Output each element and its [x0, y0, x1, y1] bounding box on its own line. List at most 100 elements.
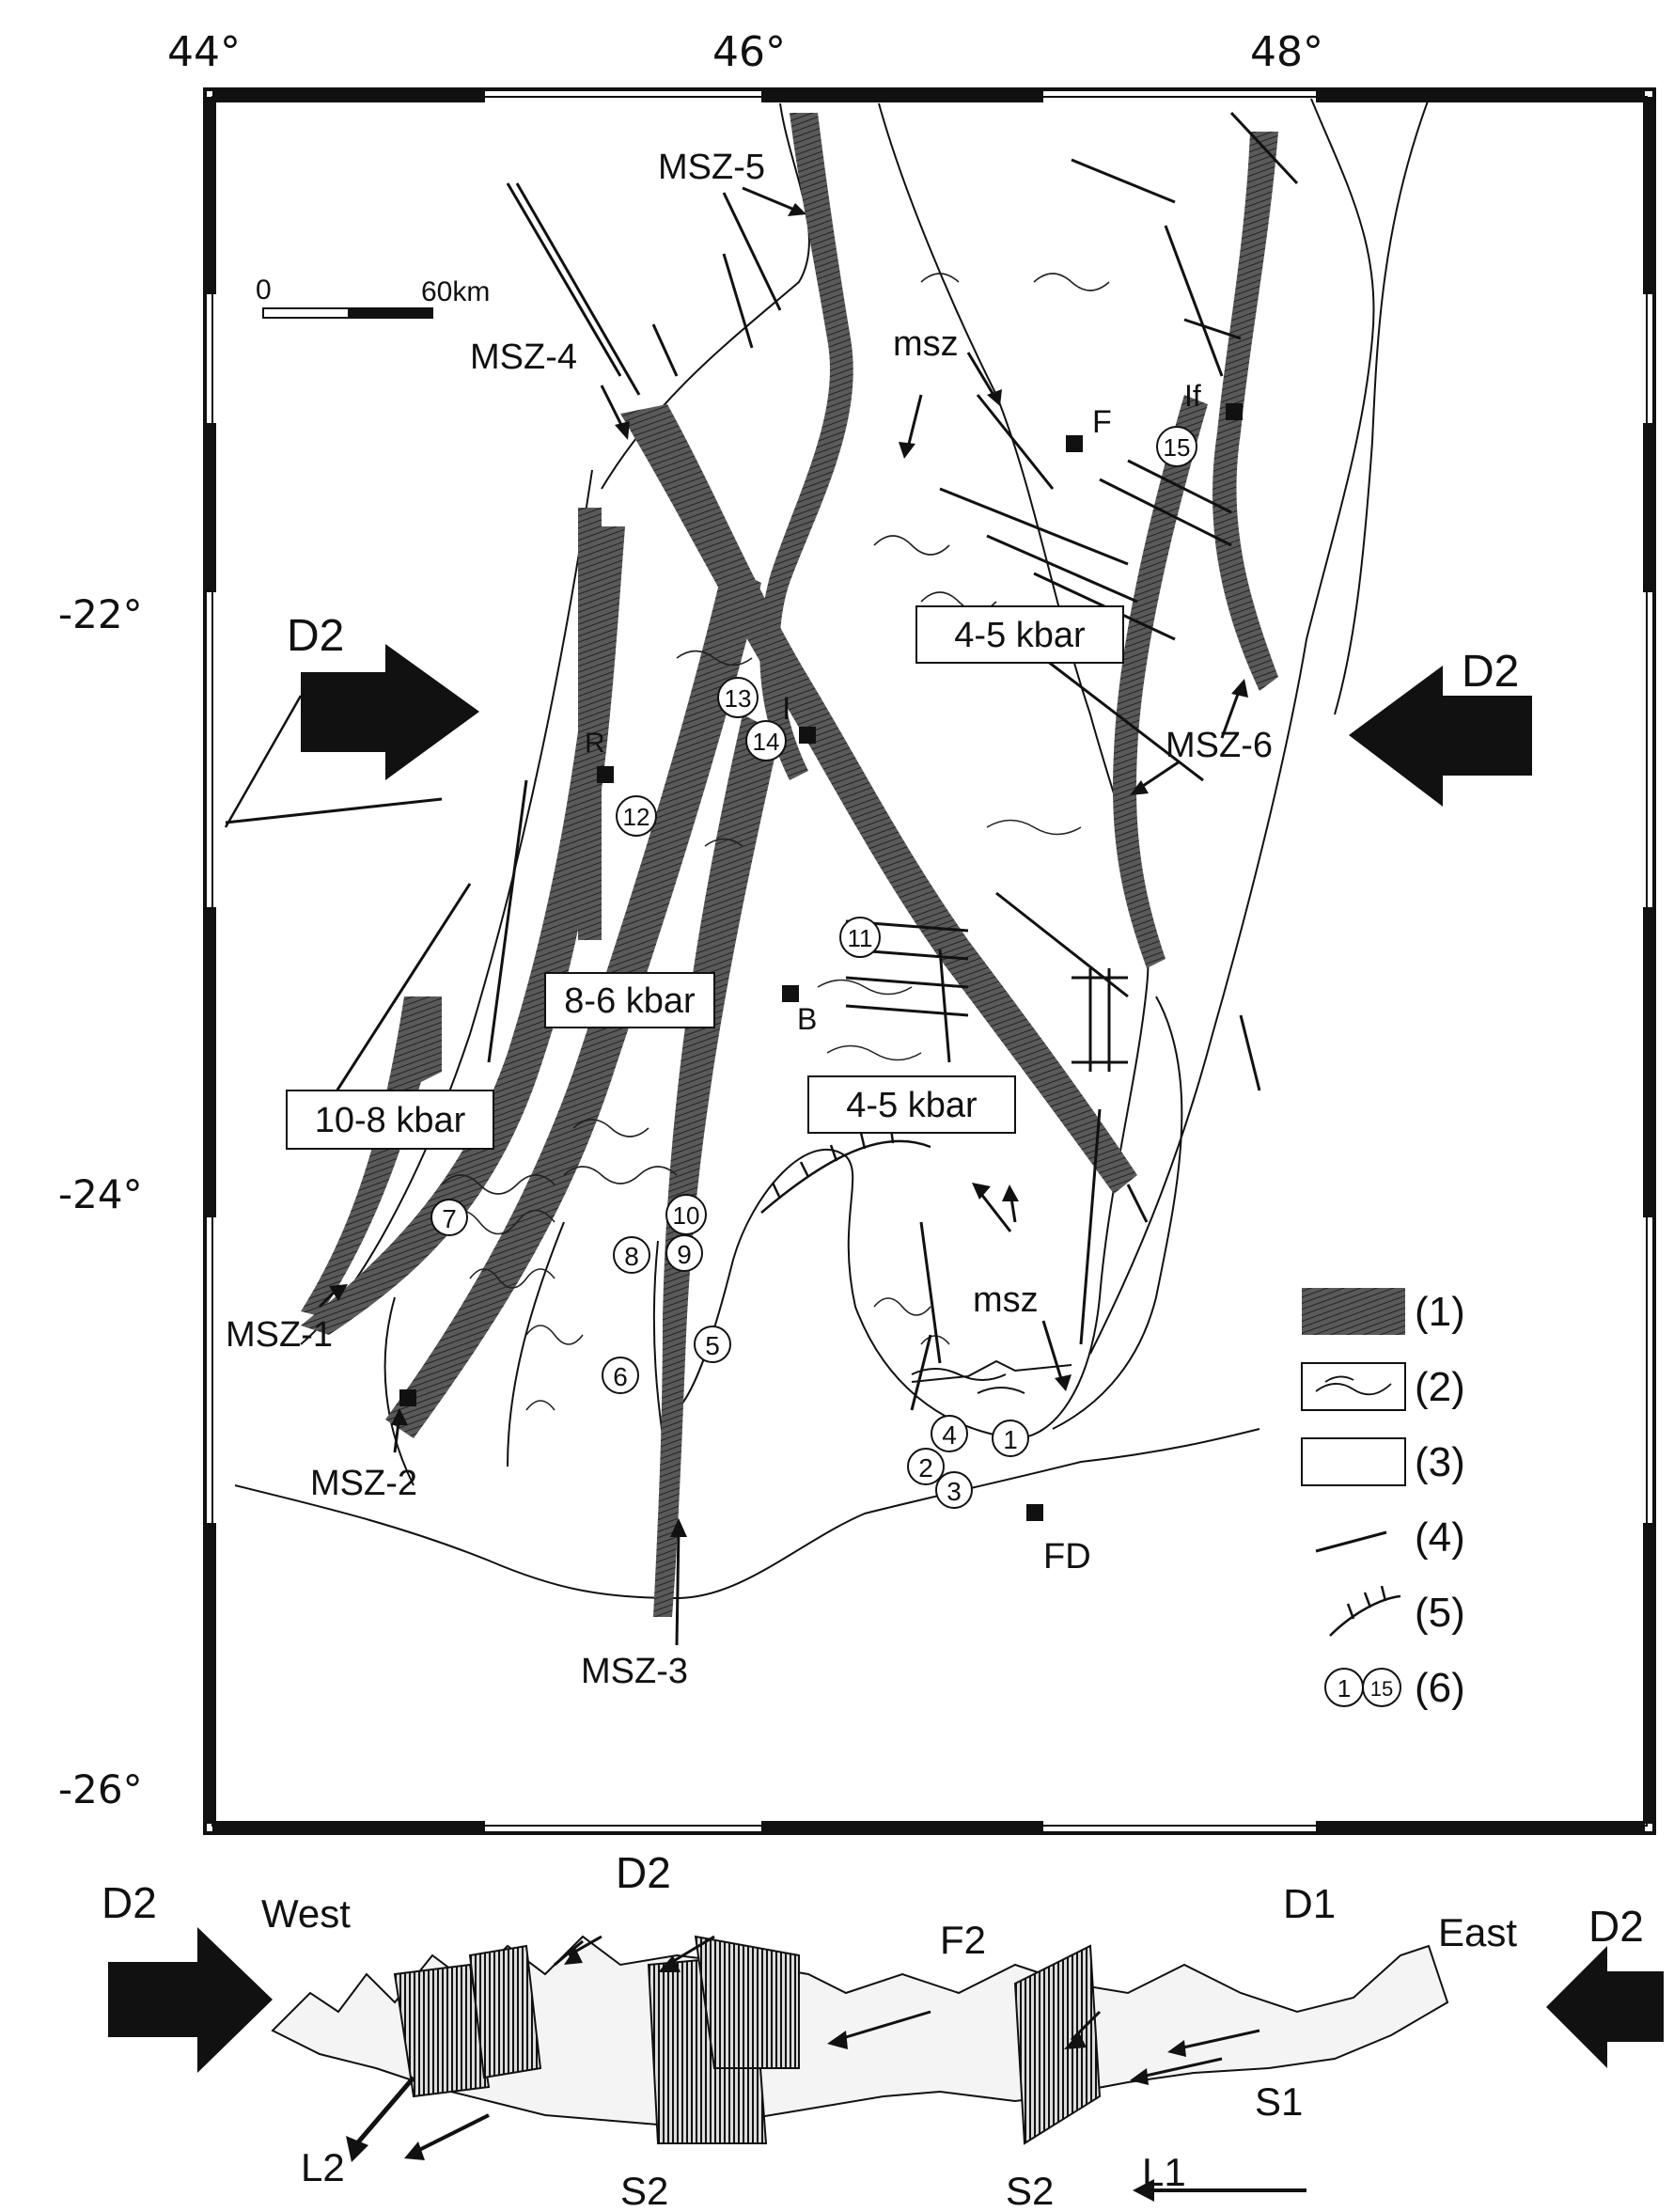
lon-tick-46: 46° — [712, 28, 786, 76]
town-b-label: B — [797, 1002, 817, 1036]
lat-tick-22: -22° — [58, 591, 143, 637]
msz-minor-label-south: msz — [973, 1280, 1039, 1320]
sample-2: 2 — [907, 1448, 945, 1485]
svg-text:15: 15 — [1370, 1677, 1393, 1701]
lat-tick-26: -26° — [58, 1766, 143, 1812]
legend-symbol-3 — [1301, 1437, 1406, 1486]
sample-13: 13 — [717, 677, 759, 718]
section-f2-label: F2 — [940, 1918, 986, 1962]
msz-1-band — [301, 526, 625, 1335]
svg-text:4-5 kbar: 4-5 kbar — [954, 616, 1086, 655]
scale-start: 0 — [256, 275, 272, 306]
msz-6-band — [1212, 132, 1278, 691]
sample-10: 10 — [665, 1194, 707, 1235]
pressure-box-north: 4-5 kbar — [915, 605, 1124, 664]
msz-3-band — [653, 714, 780, 1617]
town-f-label: F — [1092, 404, 1112, 440]
msz-2-label: MSZ-2 — [310, 1464, 417, 1503]
legend-symbol-4 — [1315, 1530, 1387, 1553]
sample-12: 12 — [616, 795, 657, 837]
svg-text:6: 6 — [613, 1362, 628, 1391]
section-l1-label: L1 — [1142, 2150, 1186, 2194]
d2-arrow-west — [224, 644, 479, 828]
section-d2-right-label: D2 — [1588, 1902, 1644, 1951]
section-s2-label-west: S2 — [620, 2169, 668, 2212]
d2-label-west: D2 — [287, 611, 344, 661]
legend: (1) (2) (3) (4) (5) 1 15 (6) — [1301, 1288, 1465, 1711]
section-d2-arrow-left — [108, 1927, 273, 2073]
svg-text:1: 1 — [1003, 1425, 1018, 1454]
svg-text:8: 8 — [624, 1242, 639, 1271]
svg-text:10-8 kbar: 10-8 kbar — [315, 1101, 466, 1140]
town-if-label: If — [1184, 379, 1201, 413]
town-i-label: I — [782, 691, 790, 727]
pressure-box-west: 10-8 kbar — [286, 1090, 494, 1150]
svg-text:11: 11 — [848, 924, 873, 952]
svg-text:15: 15 — [1164, 433, 1191, 462]
section-d2-top-label: D2 — [616, 1848, 671, 1897]
svg-text:2: 2 — [918, 1453, 933, 1483]
legend-label-3: (3) — [1415, 1439, 1465, 1485]
town-fd-label: FD — [1043, 1537, 1091, 1577]
sample-6: 6 — [602, 1357, 639, 1394]
sample-9: 9 — [665, 1234, 703, 1272]
sample-4: 4 — [931, 1415, 968, 1452]
sample-circles: 1 2 3 4 5 6 7 8 9 10 11 12 13 14 15 — [430, 426, 1197, 1509]
msz-1-label: MSZ-1 — [226, 1315, 333, 1355]
shear-zone-bands — [301, 113, 1278, 1617]
section-east-label: East — [1438, 1910, 1517, 1954]
msz-5-band — [759, 113, 853, 780]
sample-11: 11 — [839, 917, 881, 958]
lon-tick-44: 44° — [167, 28, 241, 76]
legend-label-6: (6) — [1415, 1665, 1465, 1711]
sample-15: 15 — [1156, 426, 1197, 467]
msz-4-band — [620, 404, 1137, 1194]
sample-14: 14 — [745, 720, 787, 761]
section-l2-label: L2 — [301, 2145, 345, 2189]
svg-text:7: 7 — [442, 1204, 457, 1233]
section-d1-label: D1 — [1283, 1881, 1336, 1927]
sample-8: 8 — [613, 1236, 650, 1274]
svg-text:5: 5 — [705, 1331, 720, 1360]
svg-text:8-6 kbar: 8-6 kbar — [564, 981, 696, 1021]
legend-label-1: (1) — [1415, 1289, 1465, 1335]
legend-label-2: (2) — [1415, 1364, 1465, 1410]
msz-6-label: MSZ-6 — [1166, 726, 1273, 765]
lat-tick-24: -24° — [58, 1171, 143, 1217]
svg-text:3: 3 — [947, 1477, 962, 1506]
d2-label-east: D2 — [1462, 647, 1519, 697]
svg-text:13: 13 — [725, 684, 752, 713]
cross-section — [108, 1927, 1664, 2202]
scale-bar: 0 60km — [256, 275, 490, 319]
legend-label-5: (5) — [1415, 1590, 1465, 1636]
msz-5-label: MSZ-5 — [658, 148, 765, 187]
sample-1: 1 — [992, 1420, 1029, 1457]
sample-5: 5 — [694, 1326, 731, 1363]
town-r-label: R — [585, 728, 605, 759]
msz-4-label: MSZ-4 — [470, 337, 577, 377]
svg-text:9: 9 — [677, 1240, 692, 1269]
pressure-box-south: 4-5 kbar — [807, 1075, 1016, 1134]
foliation-traces — [441, 273, 1110, 1411]
shear-zone-arrowheads — [329, 203, 1248, 1537]
pressure-box-central: 8-6 kbar — [544, 972, 715, 1028]
legend-symbol-1 — [1302, 1288, 1405, 1335]
svg-text:4-5 kbar: 4-5 kbar — [846, 1086, 978, 1125]
d2-arrow-east — [1349, 666, 1532, 807]
section-west-label: West — [261, 1891, 351, 1936]
legend-symbol-5 — [1329, 1585, 1401, 1637]
msz-minor-label-north: msz — [893, 324, 959, 364]
section-s2-label-east: S2 — [1006, 2169, 1054, 2212]
map-frame — [203, 87, 1656, 1835]
sample-3: 3 — [935, 1471, 973, 1509]
svg-text:14: 14 — [753, 728, 780, 756]
thrust-ticks — [760, 1127, 931, 1214]
msz-2-band — [385, 564, 761, 1438]
msz-3-label: MSZ-3 — [581, 1652, 688, 1691]
section-s1-label: S1 — [1255, 2079, 1303, 2124]
lon-tick-48: 48° — [1250, 28, 1323, 76]
svg-text:12: 12 — [623, 803, 650, 831]
section-d2-arrow-right — [1546, 1946, 1664, 2068]
legend-label-4: (4) — [1415, 1514, 1465, 1561]
